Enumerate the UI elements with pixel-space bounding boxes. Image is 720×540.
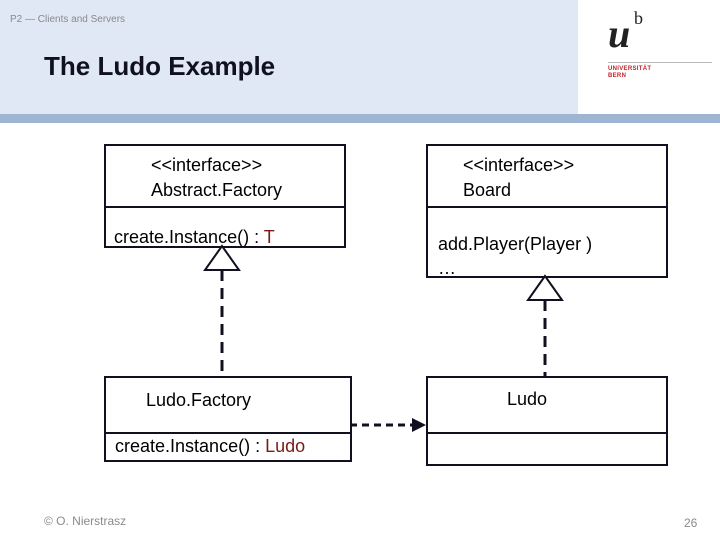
logo-text: UNIVERSITÄT BERN — [608, 66, 651, 80]
copyright: © O. Nierstrasz — [44, 514, 127, 528]
logo-b-glyph: b — [634, 8, 643, 28]
abstract-factory-class — [104, 144, 346, 248]
abstract-factory-method-type: T — [263, 227, 275, 247]
ludo-class — [426, 376, 668, 466]
ludo-name: Ludo — [507, 389, 548, 409]
university-logo: u b UNIVERSITÄT BERN — [608, 8, 712, 92]
ludo-divider — [428, 432, 666, 434]
board-divider — [428, 206, 666, 208]
abstract-factory-method: create.Instance() : T — [114, 227, 275, 248]
ludo-factory-method-type: Ludo — [265, 436, 306, 456]
slide-title: The Ludo Example — [44, 51, 276, 81]
creates-dependency-arrowhead — [412, 418, 426, 432]
ludo-factory-method-signature: create.Instance() : — [115, 436, 266, 456]
ludo-factory-divider — [106, 432, 350, 434]
abstract-factory-stereotype: <<interface>> — [151, 155, 263, 175]
board-ellipsis: … — [438, 258, 456, 278]
logo-u-glyph: u — [608, 11, 631, 56]
abstract-factory-method-signature: create.Instance() : — [114, 227, 264, 247]
board-name: Board — [463, 180, 512, 200]
board-stereotype: <<interface>> — [463, 155, 575, 175]
header-background — [0, 0, 578, 114]
page-number: 26 — [684, 516, 698, 530]
course-label: P2 — Clients and Servers — [10, 14, 126, 25]
logo-divider — [608, 62, 712, 63]
logo-line-2: BERN — [608, 73, 627, 79]
abstract-factory-name: Abstract.Factory — [151, 180, 283, 200]
ludo-factory-name: Ludo.Factory — [146, 390, 252, 410]
board-realization-arrowhead — [526, 274, 564, 301]
ludo-factory-method: create.Instance() : Ludo — [115, 436, 305, 457]
board-method: add.Player(Player ) — [438, 234, 593, 254]
board-class — [426, 144, 668, 278]
ludo-factory-class — [104, 376, 352, 462]
abstract-factory-divider — [106, 206, 344, 208]
factory-realization-arrowhead — [203, 244, 241, 271]
logo-line-1: UNIVERSITÄT — [608, 66, 652, 72]
header-rule — [0, 114, 720, 123]
